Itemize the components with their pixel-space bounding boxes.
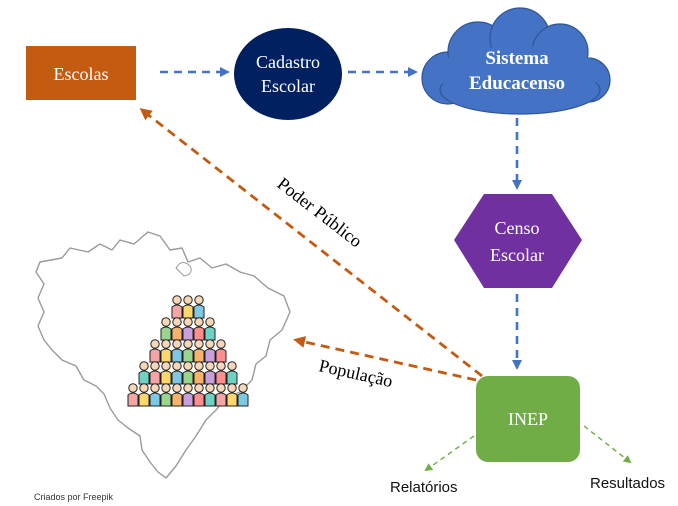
arrow-inep-to-resultados <box>583 425 632 464</box>
node-inep: INEP <box>476 376 580 462</box>
node-cadastro-escolar: Cadastro Escolar <box>234 28 342 120</box>
node-escolas-label: Escolas <box>54 64 109 84</box>
arrow-inep-to-escolas <box>139 108 483 378</box>
label-resultados: Resultados <box>590 475 665 492</box>
node-censo-line1: Censo <box>495 218 540 238</box>
label-poder-publico: Poder Público <box>274 173 367 251</box>
node-escolas: Escolas <box>26 46 136 100</box>
node-sistema-line2: Educacenso <box>469 73 565 94</box>
node-sistema-educacenso: Sistema Educacenso <box>421 7 611 115</box>
node-censo-escolar: Censo Escolar <box>454 194 582 288</box>
crowd-people-icon <box>127 295 249 407</box>
node-inep-label: INEP <box>508 409 548 429</box>
node-cadastro-line2: Escolar <box>261 76 315 96</box>
credit-text: Criados por Freepik <box>34 492 114 502</box>
label-relatorios: Relatórios <box>390 479 458 496</box>
arrow-inep-to-relatorios <box>424 435 475 472</box>
arrow-inep-to-populacao <box>293 336 477 382</box>
node-cadastro-line1: Cadastro <box>256 52 320 72</box>
node-censo-line2: Escolar <box>490 245 544 265</box>
node-sistema-line1: Sistema <box>485 48 549 69</box>
